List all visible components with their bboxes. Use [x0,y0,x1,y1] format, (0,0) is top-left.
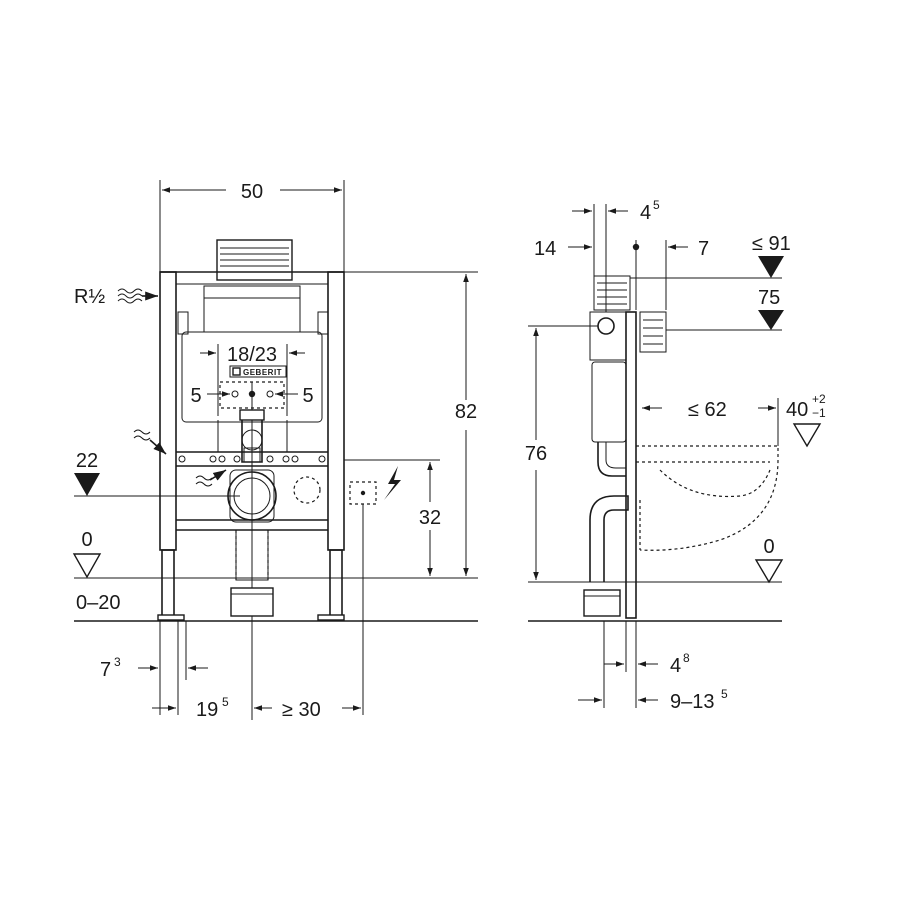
side-76-label: 76 [525,443,547,465]
side-62-label: ≤ 62 [688,399,727,421]
left-bracket [177,311,189,335]
drain-offset-label: 19 [196,699,218,721]
side-drain-outlet [583,589,621,617]
water-inlet-arrow [149,439,167,455]
bolt-left-label: 5 [190,385,201,407]
side-center-mark [632,243,640,251]
side-91-marker [758,256,784,278]
side-drain-bend [589,495,629,582]
side-913-label: 9–13 [670,691,715,713]
level0-label: 0 [81,529,92,551]
water-drain-arrow [209,469,227,481]
side-48-label: 4 [670,655,681,677]
socket-right-dot [360,490,366,496]
side-supply-ring [597,317,615,335]
rail-bolt-4 [233,455,241,463]
bolt-dashed-frame [219,381,285,409]
rail-bolt-5 [266,455,274,463]
side-flush-pipe-inner [605,442,626,469]
bolt-left-mark [231,390,239,398]
water-drain-wave-icon [195,475,213,487]
side-40-tol-plus: +2 [812,392,826,406]
side-75-label: 75 [758,287,780,309]
spacing-label: 18/23 [227,344,277,366]
side-91-label: ≤ 91 [752,233,791,255]
cistern-inner-top [203,285,301,333]
side-40-marker [792,423,822,448]
side-flush-pipe [597,442,626,477]
side-45-sup: 5 [653,198,660,212]
side-wall-hatch-box [639,311,667,353]
side-40-tol-minus: −1 [812,406,826,420]
front-width-label: 50 [241,181,263,203]
floor-range-label: 0–20 [76,592,121,614]
frame-left-foot-plate [157,614,185,621]
bolt-right-label: 5 [302,385,313,407]
power-offset-label: ≥ 30 [282,699,321,721]
side-cistern-top [589,311,627,361]
geberit-logo-text: GEBERIT [243,368,282,377]
rail-bolt-2 [209,455,217,463]
side-7-label: 7 [698,238,709,260]
flush-connector [243,447,261,463]
side-14-label: 14 [534,238,556,260]
side-cistern [591,361,627,443]
rail-bolt-1 [178,455,186,463]
level0-marker [72,553,102,579]
geberit-logo-box [229,365,287,378]
side-wall-hatch [643,319,663,345]
height-label: 82 [455,401,477,423]
level22-label: 22 [76,450,98,472]
rail-bolt-3 [218,455,226,463]
supply-label: R½ [74,286,105,308]
rail-bolt-7 [291,455,299,463]
foot-offset-sup: 3 [114,655,121,669]
water-supply-icon [117,288,143,304]
frame-right-post [327,271,345,551]
foot-offset-label: 7 [100,659,111,681]
side-frame-post [625,311,637,619]
side-75-marker [758,310,784,330]
side-top-box [593,275,631,311]
frame-right-foot [329,549,343,619]
lightning-icon [384,466,401,500]
side-48-sup: 8 [683,651,690,665]
geberit-logo-mark [232,367,241,376]
drain-offset-sup: 5 [222,695,229,709]
side-view: 4 5 14 7 ≤ 91 75 76 ≤ 62 40 +2 −1 0 [525,198,826,713]
bolt-right-mark [266,390,274,398]
flush-bend [241,429,263,451]
rail-bolt-6 [282,455,290,463]
rail-bolt-8 [318,455,326,463]
side-0-marker [754,559,784,584]
drain-bend [230,587,274,617]
level32-label: 32 [419,507,441,529]
frame-left-post [159,271,177,551]
water-inlet-wave-icon [133,429,151,441]
side-913-sup: 5 [721,687,728,701]
frame-right-foot-plate [317,614,345,621]
front-view: 50 GEBERIT [72,180,478,721]
side-40-label: 40 [786,399,808,421]
side-top-box-hatch [597,282,627,305]
side-45-label: 4 [640,202,651,224]
dashed-socket-inner [293,476,321,504]
frame-left-foot [161,549,175,619]
right-bracket [317,311,329,335]
wc-pan-bowl [659,469,771,498]
level22-marker [74,473,100,496]
flush-pipe-cap [239,409,265,421]
center-mark [248,390,256,398]
side-0-label: 0 [763,536,774,558]
